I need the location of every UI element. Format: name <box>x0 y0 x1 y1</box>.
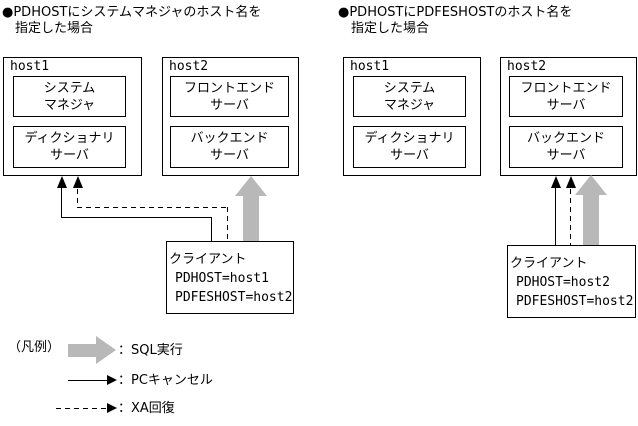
arrow-head-icon <box>235 176 267 196</box>
arrow-segment <box>243 195 259 241</box>
arrow-segment <box>61 188 62 218</box>
right-frontend-server-line2: サーバ <box>546 97 586 113</box>
right-client-pdhost: PDHOST=host2 <box>516 275 610 290</box>
left-dictionary-server-line2: サーバ <box>50 148 89 163</box>
arrow-head-icon <box>73 176 83 188</box>
arrow-segment <box>555 188 556 245</box>
arrow-segment <box>211 217 212 241</box>
left-backend-server-line1: バックエンド <box>190 131 269 146</box>
legend-pc-cancel-line-icon <box>68 380 107 381</box>
arrow-head-icon <box>575 175 607 195</box>
right-frontend-server-line1: フロントエンド <box>520 80 612 96</box>
legend-xa-recovery-line-icon <box>56 408 107 409</box>
legend-sql-arrow-head-icon <box>96 336 116 364</box>
right-system-manager-line2: マネジャ <box>383 97 436 113</box>
right-panel-title-line2: 指定した場合 <box>351 21 430 36</box>
legend-sql-label: ：SQL実行 <box>118 343 183 358</box>
legend-sql-arrow-icon <box>68 344 97 357</box>
right-client-box: クライアント PDHOST=host2 PDFESHOST=host2 <box>507 245 636 318</box>
left-frontend-server-box: フロントエンド サーバ <box>170 76 289 117</box>
left-frontend-server-line1: フロントエンド <box>183 80 275 96</box>
right-client-title: クライアント <box>510 256 588 271</box>
right-host1-label: host1 <box>350 59 390 74</box>
arrow-head-icon <box>551 176 561 188</box>
left-system-manager-line2: マネジャ <box>43 97 96 113</box>
left-backend-server-box: バックエンド サーバ <box>170 126 289 168</box>
arrow-segment <box>61 217 212 218</box>
left-dictionary-server-box: ディクショナリ サーバ <box>13 126 126 168</box>
arrow-head-icon <box>566 176 576 188</box>
right-backend-server-line2: サーバ <box>546 148 586 163</box>
left-client-title: クライアント <box>169 252 247 267</box>
right-system-manager-box: システム マネジャ <box>353 76 466 117</box>
arrow-segment <box>77 207 228 208</box>
right-host2-label: host2 <box>507 59 547 74</box>
legend-pc-cancel-arrow-head-icon <box>107 375 117 385</box>
right-client-pdfeshost: PDFESHOST=host2 <box>516 294 634 309</box>
right-system-manager-line1: システム <box>383 80 436 96</box>
arrow-segment <box>583 194 599 245</box>
legend-xa-recovery-arrow-head-icon <box>107 403 117 413</box>
right-backend-server-line1: バックエンド <box>526 131 605 146</box>
left-host2-label: host2 <box>169 59 209 74</box>
legend-xa-recovery-label: ：XA回復 <box>118 401 175 416</box>
right-dictionary-server-line2: サーバ <box>390 148 429 163</box>
left-system-manager-box: システム マネジャ <box>13 76 126 117</box>
left-panel-title-line1: ●PDHOSTにシステムマネジャのホスト名を <box>2 5 262 20</box>
arrow-segment <box>227 207 228 241</box>
left-host1-label: host1 <box>10 59 50 74</box>
arrow-segment <box>570 189 571 245</box>
arrow-head-icon <box>57 176 67 188</box>
left-panel-title-line2: 指定した場合 <box>15 21 94 36</box>
arrow-segment <box>77 189 78 208</box>
right-backend-server-box: バックエンド サーバ <box>509 126 623 168</box>
left-dictionary-server-line1: ディクショナリ <box>24 131 115 146</box>
left-client-pdfeshost: PDFESHOST=host2 <box>175 290 293 305</box>
legend-pc-cancel-label: ：PCキャンセル <box>118 373 213 388</box>
left-frontend-server-line2: サーバ <box>210 97 249 113</box>
right-dictionary-server-line1: ディクショナリ <box>364 131 455 146</box>
left-backend-server-line2: サーバ <box>210 148 249 163</box>
right-frontend-server-box: フロントエンド サーバ <box>509 76 623 117</box>
legend-label: （凡例） <box>8 340 61 355</box>
right-panel-title-line1: ●PDHOSTにPDFESHOSTのホスト名を <box>338 5 573 20</box>
right-dictionary-server-box: ディクショナリ サーバ <box>353 126 466 168</box>
left-client-box: クライアント PDHOST=host1 PDFESHOST=host2 <box>166 241 294 314</box>
left-system-manager-line1: システム <box>43 80 96 96</box>
left-client-pdhost: PDHOST=host1 <box>175 271 269 286</box>
